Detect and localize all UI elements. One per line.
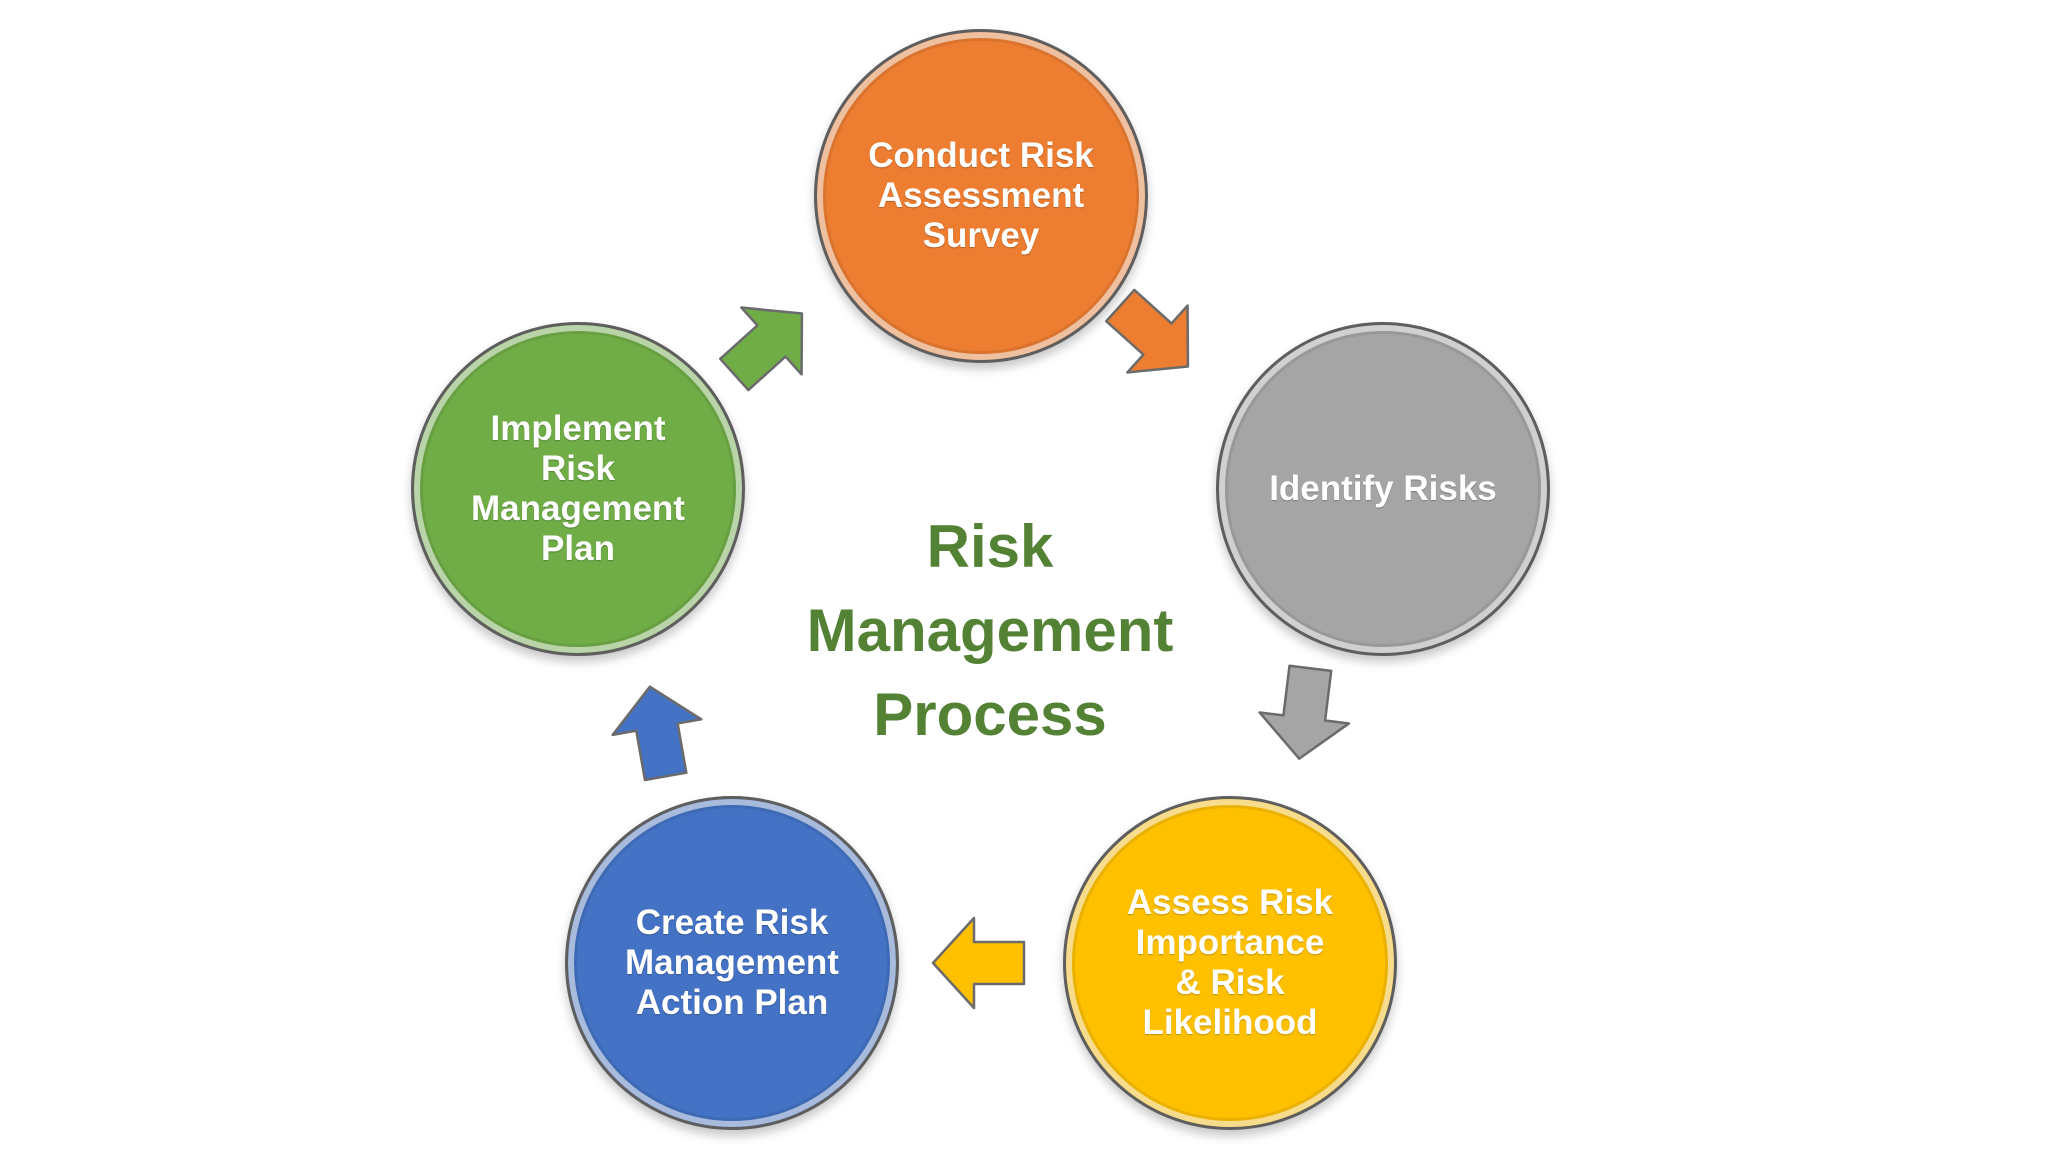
step-label: Implement Risk Management Plan: [471, 409, 685, 568]
step-label: Create Risk Management Action Plan: [625, 903, 839, 1022]
arrow-green-icon: [718, 306, 804, 392]
arrow-gray-icon: [1258, 664, 1351, 760]
step-label: Conduct Risk Assessment Survey: [868, 136, 1094, 255]
arrow-yellow-icon: [931, 916, 1026, 1010]
diagram-title: Risk Management Process: [806, 513, 1174, 748]
step-label: Identify Risks: [1269, 469, 1497, 508]
step-label: Assess Risk Importance & Risk Likelihood: [1126, 883, 1334, 1042]
arrow-blue-icon: [611, 685, 703, 782]
step-implement-risk-management-plan: Implement Risk Management Plan: [411, 322, 745, 656]
step-conduct-risk-assessment-survey: Conduct Risk Assessment Survey: [814, 29, 1148, 363]
step-create-risk-management-action-plan: Create Risk Management Action Plan: [565, 796, 899, 1130]
arrow-orange-icon: [1104, 288, 1190, 374]
step-identify-risks: Identify Risks: [1216, 322, 1550, 656]
step-assess-risk-importance-likelihood: Assess Risk Importance & Risk Likelihood: [1063, 796, 1397, 1130]
